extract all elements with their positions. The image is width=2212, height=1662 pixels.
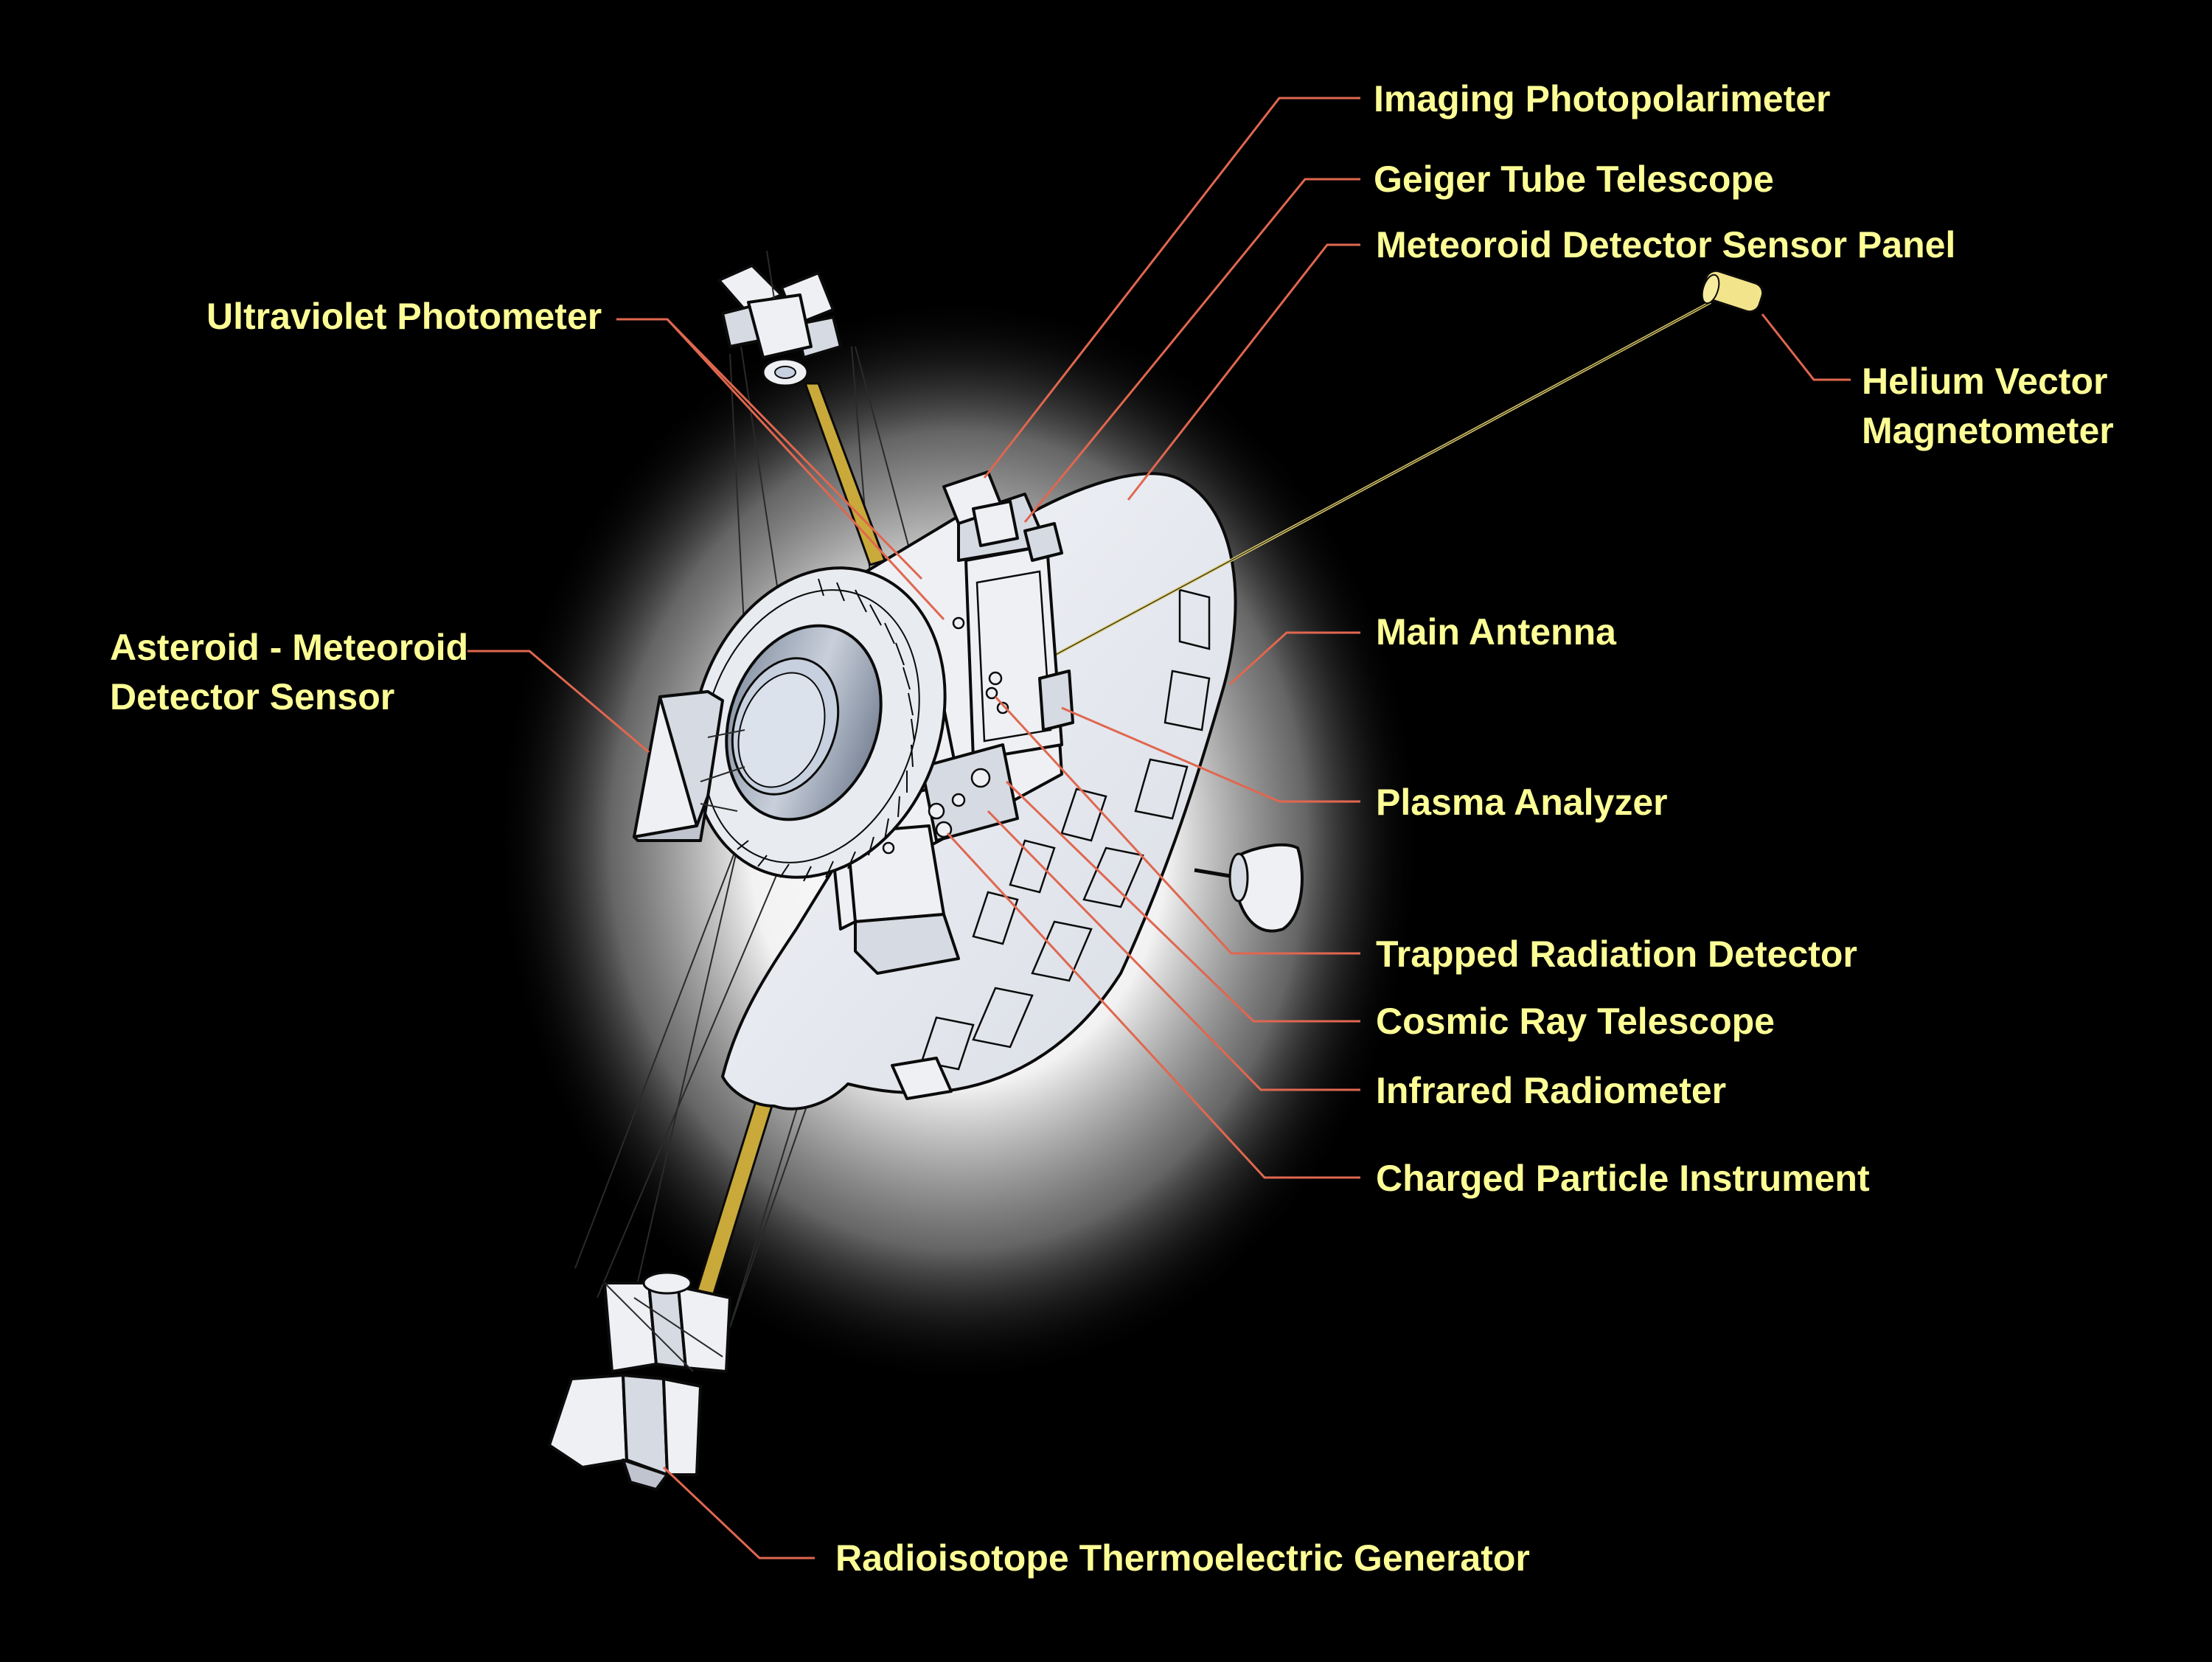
leader-charged-particle-instrument — [946, 832, 1360, 1179]
leader-ultraviolet-photometer-branch — [666, 318, 945, 621]
leader-plasma-analyzer — [1061, 706, 1360, 803]
leader-meteoroid-detector-sensor-panel — [1127, 243, 1360, 501]
label-plasma-analyzer: Plasma Analyzer — [1376, 782, 1668, 823]
label-ultraviolet-photometer: Ultraviolet Photometer — [206, 296, 602, 337]
label-asteroid-meteoroid-line1: Asteroid - Meteoroid — [110, 627, 468, 668]
label-charged-particle-instrument: Charged Particle Instrument — [1376, 1158, 1870, 1199]
label-helium-vector-magnetometer-line1: Helium Vector — [1862, 361, 2107, 402]
leader-helium-vector-magnetometer — [1761, 313, 1851, 381]
label-rtg: Radioisotope Thermoelectric Generator — [835, 1537, 1530, 1579]
leader-cosmic-ray-telescope — [1005, 780, 1360, 1023]
leader-infrared-radiometer — [987, 810, 1360, 1091]
labels: Imaging Photopolarimeter Geiger Tube Tel… — [110, 78, 2114, 1579]
leader-trapped-radiation-detector — [994, 695, 1360, 955]
upper-unit — [717, 250, 842, 387]
label-trapped-radiation-detector: Trapped Radiation Detector — [1376, 933, 1857, 975]
label-imaging-photopolarimeter: Imaging Photopolarimeter — [1374, 78, 1831, 119]
spacecraft — [548, 250, 1764, 1491]
label-infrared-radiometer: Infrared Radiometer — [1376, 1070, 1726, 1111]
label-geiger-tube-telescope: Geiger Tube Telescope — [1374, 159, 1774, 200]
label-meteoroid-detector-sensor-panel: Meteoroid Detector Sensor Panel — [1376, 224, 1955, 265]
label-main-antenna: Main Antenna — [1376, 611, 1617, 653]
leader-main-antenna — [1228, 631, 1360, 686]
rtg-unit — [548, 1271, 731, 1491]
magnetometer-sensor — [1701, 269, 1764, 313]
leader-asteroid-meteoroid-detector — [467, 650, 650, 754]
leader-geiger-tube-telescope — [1023, 178, 1360, 523]
main-cylinder — [725, 624, 883, 821]
asteroid-meteoroid-detector — [633, 690, 745, 842]
label-cosmic-ray-telescope: Cosmic Ray Telescope — [1376, 1001, 1775, 1042]
feed-antenna — [1194, 843, 1304, 933]
label-helium-vector-magnetometer-line2: Magnetometer — [1862, 410, 2114, 451]
leader-lines — [467, 97, 1851, 1560]
label-asteroid-meteoroid-line2: Detector Sensor — [110, 676, 394, 717]
leader-imaging-photopolarimeter — [983, 97, 1360, 479]
leader-rtg — [662, 1466, 815, 1560]
dish-panels — [920, 588, 1211, 1071]
